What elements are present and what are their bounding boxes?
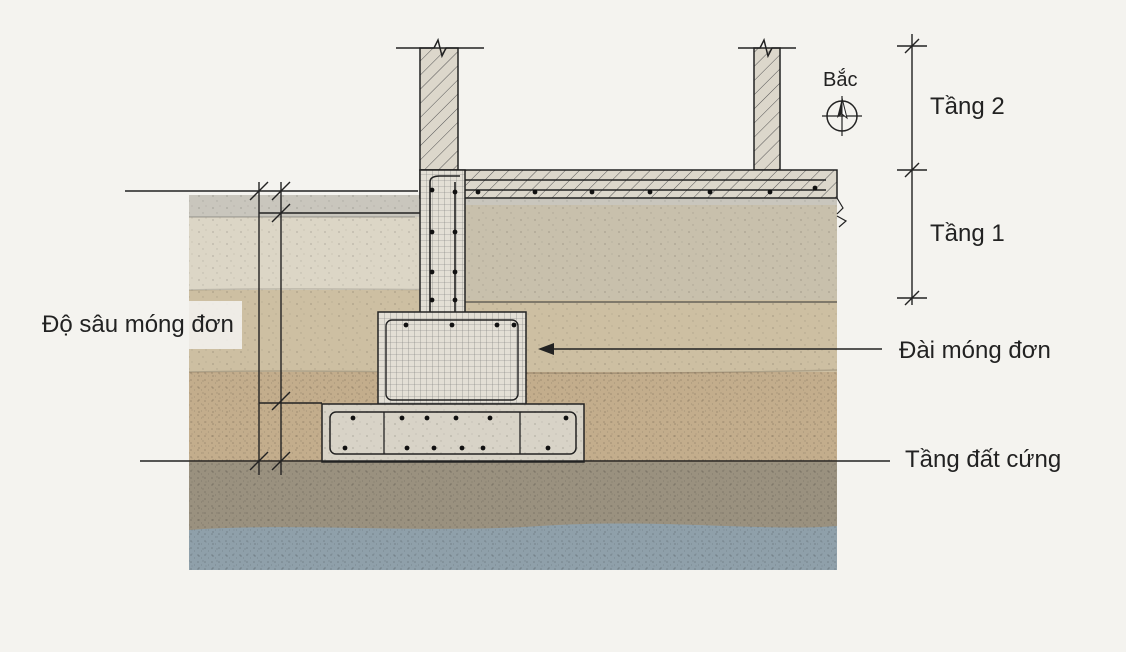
footing-pedestal [377,311,527,405]
footing-base [321,403,585,463]
right-wall [753,47,781,171]
left-wall [419,47,459,171]
foundation-depth-label: Độ sâu móng đơn [34,301,242,349]
hard-soil-label: Tầng đất cứng [897,436,1070,484]
floor-2-label: Tầng 2 [922,83,1013,131]
depth-dimension [249,181,420,475]
north-arrow-icon [822,96,862,136]
floor-slab [419,169,848,228]
footing-label: Đài móng đơn [891,327,1059,375]
north-label: Bắc [823,69,858,91]
footing-leader [538,343,882,355]
upper-walls [396,37,796,171]
floor-dimension [897,34,927,306]
floor-1-label: Tầng 1 [922,210,1013,258]
